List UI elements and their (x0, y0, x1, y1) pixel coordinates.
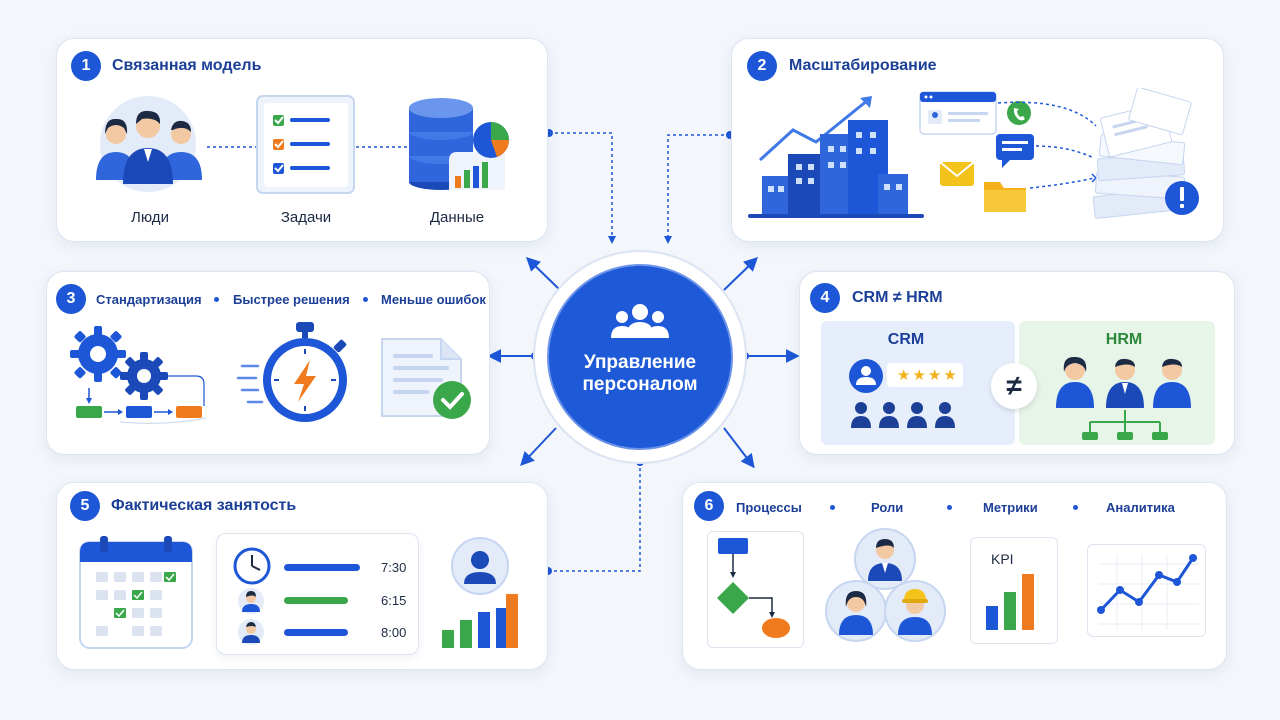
gears-process-icon (70, 326, 207, 424)
kpi-label: KPI (991, 551, 1014, 567)
hrm-label: HRM (1105, 331, 1143, 348)
database-icon (409, 98, 510, 190)
card4-number-badge: 4 (810, 283, 840, 313)
card5-number-badge: 5 (70, 491, 100, 521)
checklist-icon (256, 95, 355, 194)
not-equal-sign: ≠ (991, 363, 1037, 409)
user-stats-icon (442, 537, 518, 648)
employee-avatar-icon (238, 588, 264, 614)
card3-item-faster-decisions: Быстрее решения (233, 292, 350, 307)
employee-avatar-icon (238, 619, 264, 645)
card6-item-roles: Роли (871, 500, 904, 515)
card1-title: Связанная модель (112, 57, 262, 74)
hrm-panel (1019, 321, 1215, 445)
card2-title: Масштабирование (789, 57, 937, 74)
card6-item-analytics: Аналитика (1106, 500, 1175, 515)
card1-label-data: Данные (429, 209, 485, 226)
people-group-icon (96, 96, 202, 192)
card3-number-badge: 3 (56, 284, 86, 314)
center-title-line1: Управление (583, 352, 697, 373)
center-title: Управление персоналом (560, 352, 720, 396)
time-bar-2 (284, 597, 348, 604)
crm-label: CRM (887, 331, 925, 348)
card1-label-tasks: Задачи (280, 209, 332, 226)
calendar-icon (79, 536, 193, 649)
card1-number-badge: 1 (71, 51, 101, 81)
connector-card5 (548, 462, 641, 572)
rating-stars: ★★★★ (897, 367, 959, 384)
roles-icon (825, 528, 946, 642)
card3-item-fewer-errors: Меньше ошибок (381, 292, 486, 307)
dotted-link-1 (207, 146, 259, 148)
clock-icon (233, 547, 271, 585)
card1-label-people: Люди (131, 209, 169, 226)
dotted-link-2 (356, 146, 408, 148)
card5-title: Фактическая занятость (111, 497, 297, 514)
customers-icon (849, 359, 963, 428)
card6-separator-dot (1073, 505, 1078, 510)
employees-hierarchy-icon (1056, 356, 1191, 440)
center-node (533, 250, 747, 464)
card3-separator-dot (214, 297, 219, 302)
center-title-line2: персоналом (582, 374, 698, 395)
flowchart-icon (717, 538, 790, 638)
card2-number-badge: 2 (747, 51, 777, 81)
time-value-2: 6:15 (381, 593, 407, 608)
card6-item-processes: Процессы (736, 500, 802, 515)
channels-to-paperwork-icon (919, 88, 1199, 219)
card6-item-metrics: Метрики (983, 500, 1038, 515)
card6-number-badge: 6 (694, 491, 724, 521)
city-growth-icon (748, 96, 924, 218)
connector-card1 (549, 132, 613, 240)
card4-title: CRM ≠ HRM (852, 289, 943, 306)
team-icon (611, 304, 669, 338)
time-value-3: 8:00 (381, 625, 407, 640)
kpi-bars-icon (986, 574, 1034, 630)
line-chart-icon (1097, 554, 1199, 630)
time-bar-3 (284, 629, 348, 636)
stopwatch-icon (236, 322, 347, 422)
time-bar-1 (284, 564, 360, 571)
time-value-1: 7:30 (381, 560, 407, 575)
connector-card2 (667, 134, 730, 240)
approved-document-icon (381, 338, 471, 419)
card6-separator-dot (947, 505, 952, 510)
card3-item-standardization: Стандартизация (96, 292, 202, 307)
card3-separator-dot (363, 297, 368, 302)
card6-separator-dot (830, 505, 835, 510)
